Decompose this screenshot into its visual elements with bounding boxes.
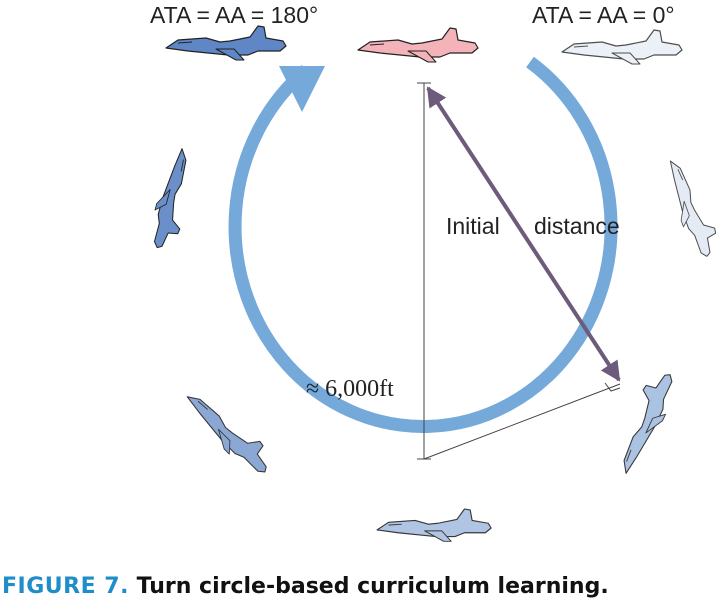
distance-label: distance <box>534 213 620 239</box>
figure-caption: FIGURE 7. Turn circle-based curriculum l… <box>2 574 609 599</box>
initial-label: Initial <box>446 213 500 239</box>
jet-icon-left <box>145 145 201 253</box>
figure-number: FIGURE 7. <box>2 574 129 599</box>
jet-icon-top-left <box>165 25 287 61</box>
jet-icon-top-center <box>357 27 479 63</box>
caption-text: Turn circle-based curriculum learning. <box>136 574 609 599</box>
radius-label: ≈ 6,000ft <box>306 376 394 402</box>
jet-icon-right <box>660 154 724 261</box>
right-angle-marker <box>604 382 621 392</box>
jet-icon-bottom <box>376 508 492 542</box>
chord-line <box>423 383 621 460</box>
jet-icon-bottom-right <box>607 366 683 479</box>
jet-icon-top-right <box>561 29 683 65</box>
jet-icon-bottom-left <box>179 382 279 482</box>
ata-aa-0-label: ATA = AA = 0° <box>532 2 675 28</box>
turn-circle-arrowhead <box>279 66 325 112</box>
initial-distance-arrow <box>426 86 621 382</box>
ata-aa-180-label: ATA = AA = 180° <box>150 2 319 28</box>
turn-circle-arc <box>228 56 618 433</box>
radius-line <box>417 82 431 460</box>
